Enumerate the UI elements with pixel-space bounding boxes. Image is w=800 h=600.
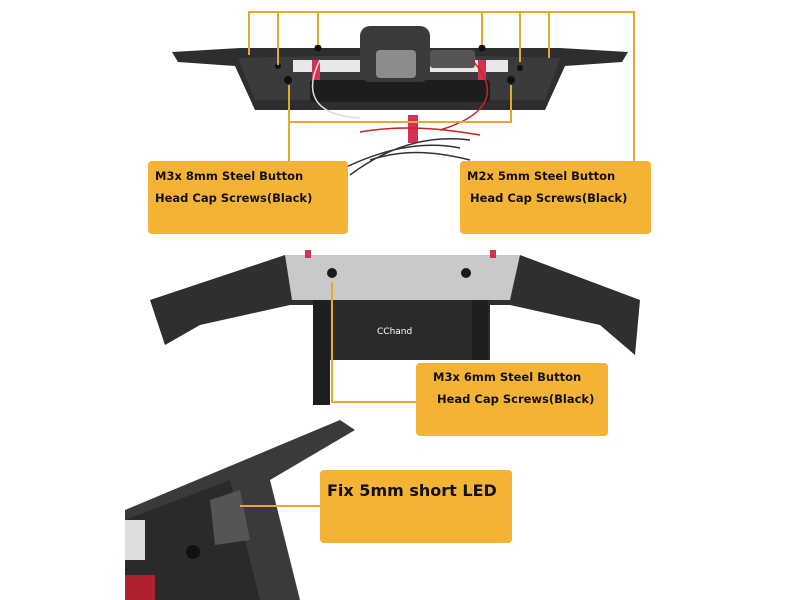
callout-m2x5-screws: M2x 5mm Steel Button Head Cap Screws(Bla… [460, 161, 651, 234]
callout-line-2: Head Cap Screws(Black) [155, 191, 313, 205]
callout-line-1: Fix 5mm short LED [327, 481, 497, 500]
leader-lines-top [248, 11, 635, 161]
callout-m3x6-screws: M3x 6mm Steel Button Head Cap Screws(Bla… [416, 363, 608, 436]
callout-line-1: M2x 5mm Steel Button [467, 169, 616, 183]
front-bumper-top-view [172, 26, 628, 176]
callout-led: Fix 5mm short LED [320, 470, 512, 543]
callout-m3x8-screws: M3x 8mm Steel Button Head Cap Screws(Bla… [148, 161, 348, 234]
callout-line-2: Head Cap Screws(Black) [437, 392, 595, 406]
brand-logo: CChand [377, 327, 412, 337]
bumper-closeup-led [125, 420, 355, 600]
leader-line-middle [331, 282, 416, 403]
front-bumper-front-view: CChand [150, 250, 640, 405]
callout-line-2: Head Cap Screws(Black) [470, 191, 628, 205]
callout-line-1: M3x 8mm Steel Button [155, 169, 304, 183]
callout-line-1: M3x 6mm Steel Button [433, 370, 582, 384]
